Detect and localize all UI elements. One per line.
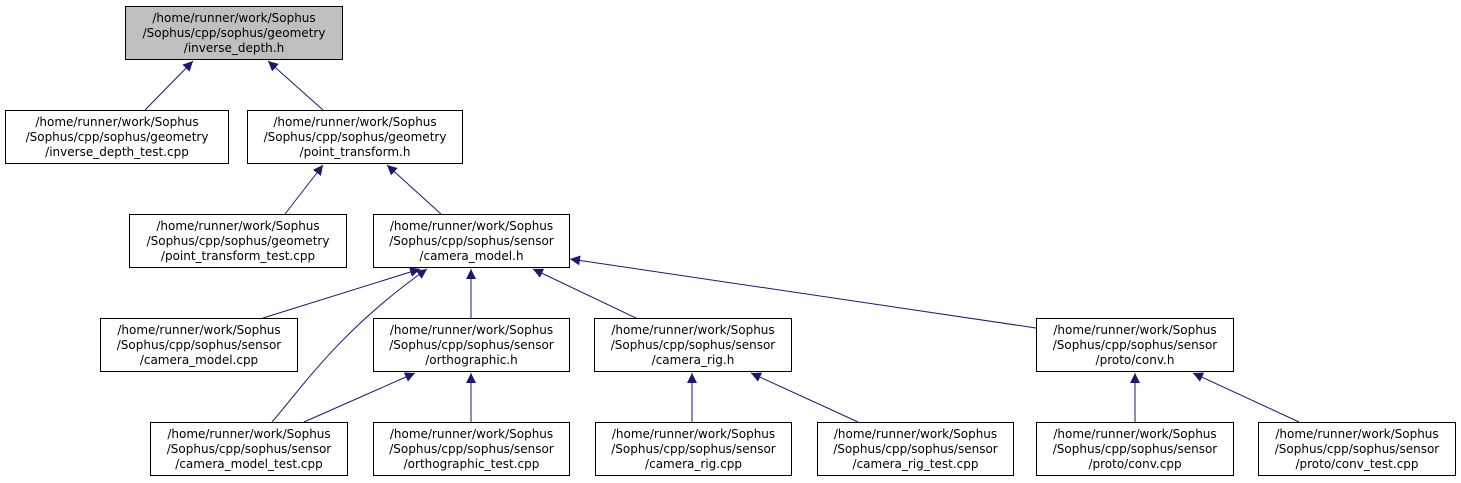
edge-n2-n0 [267,60,324,111]
edge-n14-n8 [1192,372,1300,423]
node-path-line: /Sophus/cpp/sophus/geometry [25,129,209,144]
node-path-line: /Sophus/cpp/sophus/geometry [263,129,447,144]
node-path-line: /camera_model.cpp [139,352,259,367]
edge-n5-n4 [262,267,421,319]
node-path-line: /Sophus/cpp/sophus/sensor [1052,337,1218,352]
file-node-n14[interactable]: /home/runner/work/Sophus/Sophus/cpp/soph… [1258,422,1456,476]
node-path-line: /Sophus/cpp/sophus/sensor [610,337,776,352]
edge-n1-n0 [144,60,194,111]
node-path-line: /home/runner/work/Sophus [833,426,998,441]
edge-n3-n2 [284,164,324,215]
node-path-line: /Sophus/cpp/sophus/sensor [389,337,554,352]
file-node-n12[interactable]: /home/runner/work/Sophus/Sophus/cpp/soph… [817,422,1014,476]
node-path-line: /home/runner/work/Sophus [167,426,331,441]
node-path-line: /camera_model.h [419,248,524,263]
node-path-line: /home/runner/work/Sophus [35,114,199,129]
node-path-line: /home/runner/work/Sophus [273,114,437,129]
node-path-line: /camera_rig.h [651,352,735,367]
root-file-node: /home/runner/work/Sophus/Sophus/cpp/soph… [125,6,343,60]
node-path-line: /camera_rig.cpp [645,456,742,471]
file-node-n1[interactable]: /home/runner/work/Sophus/Sophus/cpp/soph… [5,110,229,164]
edge-n7-n4 [532,268,637,319]
file-node-n13[interactable]: /home/runner/work/Sophus/Sophus/cpp/soph… [1036,422,1234,476]
file-node-n2[interactable]: /home/runner/work/Sophus/Sophus/cpp/soph… [247,110,463,164]
edge-n12-n7 [750,372,859,423]
edge-n9-n4 [271,268,428,423]
file-node-n5[interactable]: /home/runner/work/Sophus/Sophus/cpp/soph… [100,318,298,372]
node-path-line: /home/runner/work/Sophus [156,218,320,233]
node-path-line: /inverse_depth.h [183,40,285,55]
node-path-line: /Sophus/cpp/sophus/sensor [166,441,332,456]
file-node-n8[interactable]: /home/runner/work/Sophus/Sophus/cpp/soph… [1036,318,1234,372]
node-path-line: /home/runner/work/Sophus [389,218,554,233]
file-node-n7[interactable]: /home/runner/work/Sophus/Sophus/cpp/soph… [594,318,792,372]
node-path-line: /Sophus/cpp/sophus/sensor [611,441,776,456]
file-node-n3[interactable]: /home/runner/work/Sophus/Sophus/cpp/soph… [129,214,347,268]
node-path-line: /Sophus/cpp/sophus/geometry [146,233,330,248]
node-path-line: /Sophus/cpp/sophus/sensor [116,337,282,352]
node-path-line: /home/runner/work/Sophus [611,426,776,441]
edge-n8-n4 [569,255,1037,329]
node-path-line: /orthographic.h [425,352,518,367]
file-node-n6[interactable]: /home/runner/work/Sophus/Sophus/cpp/soph… [373,318,570,372]
node-path-line: /inverse_depth_test.cpp [45,144,189,159]
node-path-line: /orthographic_test.cpp [403,456,540,471]
node-path-line: /home/runner/work/Sophus [611,322,775,337]
node-path-line: /home/runner/work/Sophus [117,322,281,337]
node-path-line: /camera_model_test.cpp [175,456,323,471]
node-path-line: /home/runner/work/Sophus [152,10,316,25]
file-node-n10[interactable]: /home/runner/work/Sophus/Sophus/cpp/soph… [373,422,570,476]
node-path-line: /home/runner/work/Sophus [389,322,554,337]
node-path-line: /home/runner/work/Sophus [389,426,554,441]
file-node-n9[interactable]: /home/runner/work/Sophus/Sophus/cpp/soph… [150,422,348,476]
node-path-line: /home/runner/work/Sophus [1053,322,1217,337]
node-path-line: /home/runner/work/Sophus [1275,426,1439,441]
file-node-n4[interactable]: /home/runner/work/Sophus/Sophus/cpp/soph… [373,214,570,268]
node-path-line: /point_transform.h [299,144,411,159]
node-path-line: /proto/conv.h [1095,352,1175,367]
node-path-line: /Sophus/cpp/sophus/sensor [833,441,998,456]
node-path-line: /Sophus/cpp/sophus/sensor [1274,441,1440,456]
node-path-line: /Sophus/cpp/sophus/sensor [389,233,554,248]
node-path-line: /camera_rig_test.cpp [852,456,979,471]
node-path-line: /Sophus/cpp/sophus/sensor [1052,441,1218,456]
edge-n9-n6 [303,372,416,423]
file-node-n11[interactable]: /home/runner/work/Sophus/Sophus/cpp/soph… [595,422,792,476]
node-path-line: /Sophus/cpp/sophus/geometry [142,25,326,40]
node-path-line: /Sophus/cpp/sophus/sensor [389,441,554,456]
node-path-line: /proto/conv_test.cpp [1295,456,1419,471]
node-path-line: /home/runner/work/Sophus [1053,426,1217,441]
edge-n4-n2 [386,164,442,215]
node-path-line: /point_transform_test.cpp [160,248,316,263]
node-path-line: /proto/conv.cpp [1088,456,1182,471]
